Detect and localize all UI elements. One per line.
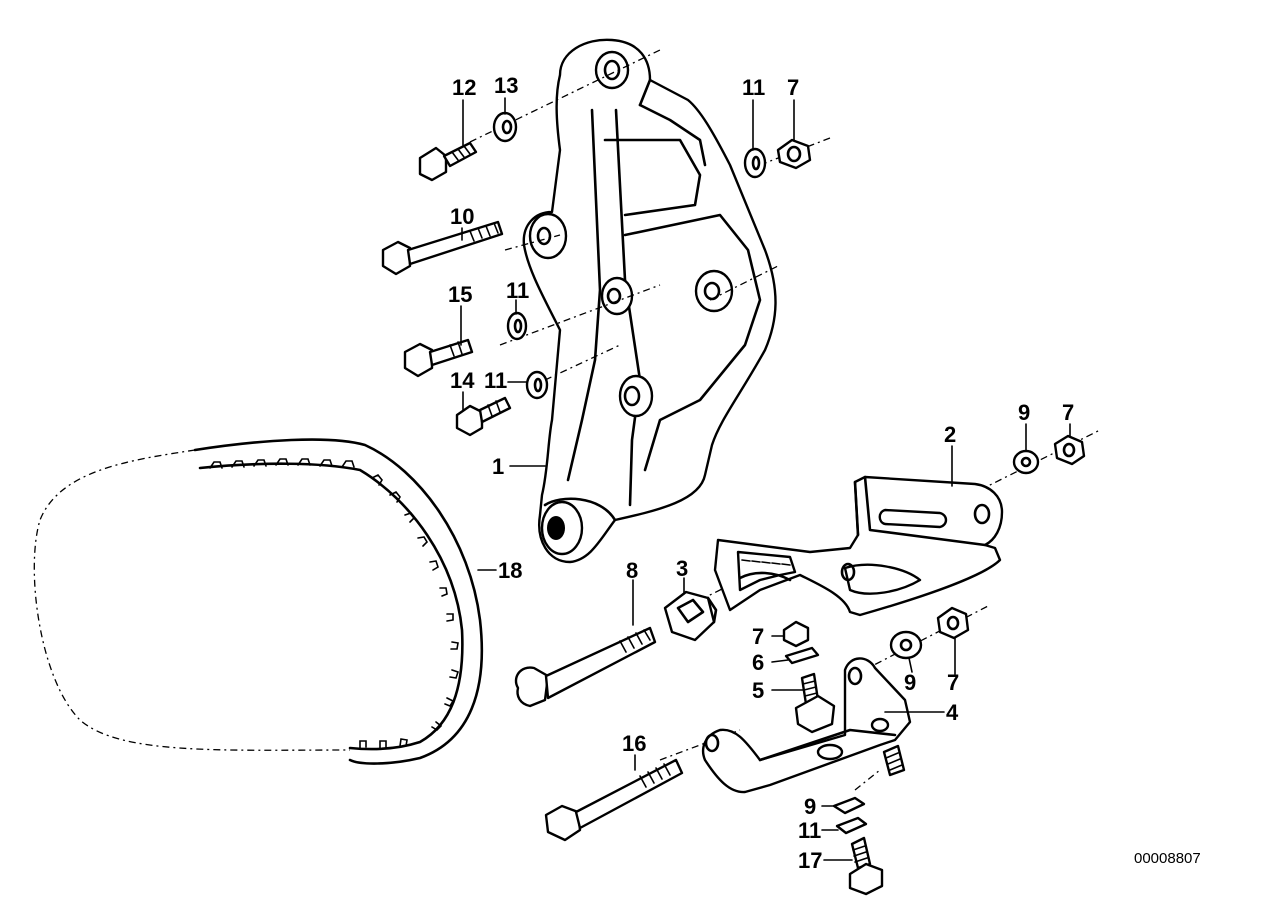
callout-1: 1: [492, 454, 504, 479]
pin-5: [794, 672, 836, 734]
bolt-12: [418, 141, 478, 182]
callout-11: 11: [742, 75, 765, 100]
bolt-10: [381, 220, 504, 276]
lower-bracket-4: [701, 657, 912, 794]
callout-11: 11: [506, 278, 529, 303]
callout-6: 6: [752, 650, 764, 675]
nut-7-small: [782, 620, 810, 648]
callout-labels: 12 13 11 7 10 15 11 14 11 1 2 9 7 18 8 3…: [448, 73, 1074, 873]
callout-12: 12: [452, 75, 476, 100]
callout-18: 18: [498, 558, 522, 583]
callout-8: 8: [626, 558, 638, 583]
lock-washer-11-upper: [506, 311, 528, 341]
nut-7-middle: [936, 606, 970, 640]
bolt-15: [403, 338, 474, 378]
nut-7-top-right: [776, 138, 812, 170]
leader-lines: [460, 97, 1071, 861]
drive-belt: [33, 438, 484, 765]
callout-9: 9: [1018, 400, 1030, 425]
tensioner-bracket: [713, 475, 1004, 617]
callout-7: 7: [947, 670, 959, 695]
washer-13: [492, 111, 518, 143]
lock-washer-11-top-right: [743, 147, 767, 179]
lock-washer-11-lower: [525, 370, 549, 400]
nut-7-right: [1053, 434, 1086, 466]
callout-10: 10: [450, 204, 474, 229]
bolt-16: [544, 758, 684, 842]
callout-11: 11: [798, 818, 821, 843]
main-bracket: [522, 38, 777, 564]
bolt-14: [455, 396, 512, 437]
adjuster-3: [663, 590, 718, 642]
callout-5: 5: [752, 678, 764, 703]
callout-17: 17: [798, 848, 822, 873]
callout-16: 16: [622, 731, 646, 756]
callout-15: 15: [448, 282, 472, 307]
diagram-reference-number: 00008807: [1134, 850, 1201, 867]
callout-4: 4: [946, 700, 959, 725]
lock-washer-11-bottom: [835, 816, 868, 835]
callout-11: 11: [484, 368, 507, 393]
callout-9: 9: [804, 794, 816, 819]
callout-7: 7: [1062, 400, 1074, 425]
callout-3: 3: [676, 556, 688, 581]
washer-6: [784, 646, 820, 665]
callout-7: 7: [787, 75, 799, 100]
callout-13: 13: [494, 73, 518, 98]
washer-9-middle: [889, 630, 923, 660]
callout-14: 14: [450, 368, 475, 393]
callout-7: 7: [752, 624, 764, 649]
bolt-8: [514, 626, 657, 708]
callout-2: 2: [944, 422, 956, 447]
washer-9-right: [1012, 449, 1040, 475]
washer-9-bottom: [832, 796, 866, 815]
bolt-17: [848, 836, 884, 896]
callout-9: 9: [904, 670, 916, 695]
